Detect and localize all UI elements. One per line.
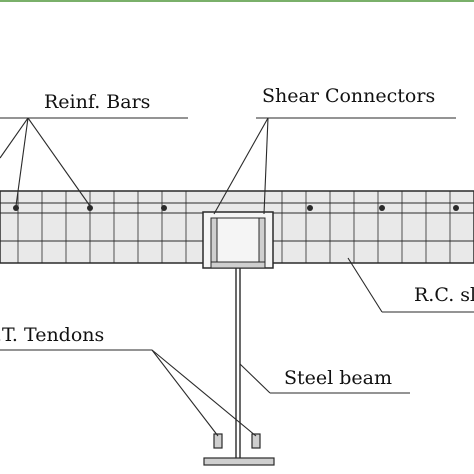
leader-reinf-1 [0,117,29,159]
leader-shear-1 [213,117,269,215]
slab-grid [17,191,451,263]
shear-stud-right [258,217,266,263]
rebar-dots [13,205,459,211]
label-rc-slab: R.C. sl [414,284,474,306]
leader-shear-2 [263,117,269,215]
pt-tendon-right [251,433,261,449]
leader-rc-1 [347,257,383,313]
top-flange [210,261,266,269]
steel-beam [203,268,275,466]
rebar-dot [379,205,385,211]
pt-tendons [213,433,261,449]
label-reinf-bars: Reinf. Bars [44,91,150,113]
rebar-dot [307,205,313,211]
bottom-flange [203,457,275,466]
leader-lines [0,117,474,437]
leader-steel-1 [239,363,271,394]
leader-pt-1 [151,349,219,437]
label-steel-beam: Steel beam [284,367,392,389]
leader-reinf-2 [15,117,29,207]
rebar-dot [87,205,93,211]
leader-pt-2 [151,349,257,437]
rebar-dot [161,205,167,211]
pt-tendon-left [213,433,223,449]
rebar-dot [453,205,459,211]
shear-stud-left [210,217,218,263]
leader-reinf-3 [27,117,91,207]
label-pt-tendons: .T. Tendons [0,324,104,346]
shear-connector-zone [202,211,274,269]
label-shear-connectors: Shear Connectors [262,85,435,107]
rebar-dot [13,205,19,211]
